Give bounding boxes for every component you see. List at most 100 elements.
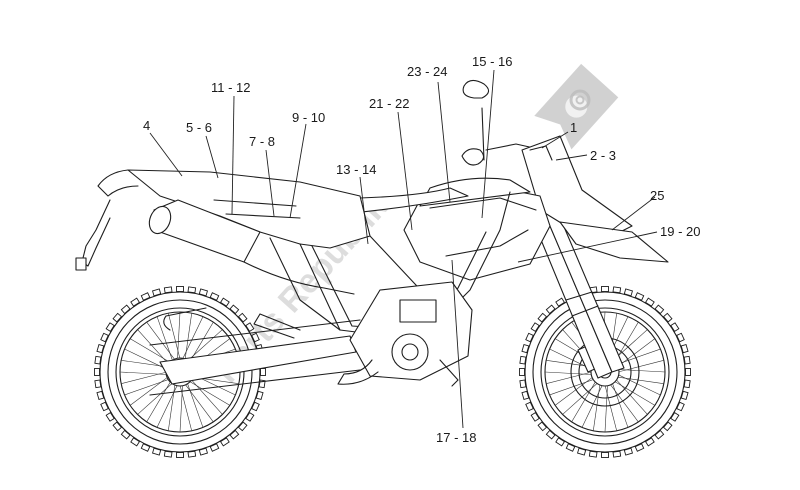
wheel-spoke	[581, 385, 603, 428]
callout-7-8: 7 - 8	[249, 134, 275, 149]
tyre-knob	[151, 447, 162, 456]
tyre-knob	[670, 322, 680, 333]
engine	[337, 281, 473, 385]
tyre-knob	[565, 443, 576, 452]
tyre-knob	[519, 368, 525, 376]
callout-13-14: 13 - 14	[336, 162, 376, 177]
tyre-knob	[96, 343, 105, 354]
tyre-knob	[219, 297, 230, 307]
tyre-knob	[612, 450, 622, 458]
tyre-knob	[601, 452, 609, 458]
tyre-knob	[683, 379, 691, 389]
tyre-knob	[654, 429, 665, 440]
tyre-knob	[209, 292, 220, 301]
tyre-knob	[120, 304, 131, 315]
tyre-knob	[245, 322, 255, 333]
tyre-knob	[198, 288, 209, 297]
wheel-spoke	[182, 316, 204, 359]
tyre-knob	[537, 421, 548, 432]
callout-23-24: 23 - 24	[407, 64, 447, 79]
tyre-knob	[662, 421, 673, 432]
tyre-knob	[555, 297, 566, 307]
wheel-spoke	[544, 371, 592, 375]
tyre-knob	[120, 429, 131, 440]
swingarm	[159, 335, 357, 385]
tyre-knob	[219, 437, 230, 447]
callout-1: 1	[570, 120, 577, 135]
callout-2-3: 2 - 3	[590, 148, 616, 163]
tyre-knob	[612, 286, 622, 294]
tyre-knob	[112, 312, 123, 323]
tyre-knob	[176, 286, 184, 292]
tyre-knob	[187, 450, 197, 458]
tyre-knob	[545, 304, 556, 315]
callout-9-10: 9 - 10	[292, 110, 325, 125]
tyre-knob	[525, 332, 534, 343]
tyre-knob	[209, 443, 220, 452]
tyre-knob	[251, 332, 260, 343]
wheel-spoke	[187, 329, 223, 361]
tyre-knob	[112, 421, 123, 432]
tyre-knob	[680, 343, 689, 354]
wheel-spoke	[604, 385, 608, 433]
tyre-knob	[94, 368, 100, 376]
wheel-spoke	[618, 374, 661, 396]
tyre-knob	[634, 292, 645, 301]
gear-icon	[569, 89, 591, 111]
tyre-knob	[521, 343, 530, 354]
tyre-knob	[237, 421, 248, 432]
tyre-knob	[130, 437, 141, 447]
tyre-knob	[623, 447, 634, 456]
tyre-knob	[94, 379, 102, 389]
tyre-knob	[229, 429, 240, 440]
callout-19-20: 19 - 20	[660, 224, 700, 239]
tyre-knob	[151, 288, 162, 297]
tyre-knob	[683, 355, 691, 365]
tyre-knob	[530, 411, 540, 422]
tyre-knob	[654, 304, 665, 315]
tyre-knob	[94, 355, 102, 365]
tyre-knob	[680, 390, 689, 401]
callout-labels: 1 2 - 3 4 5 - 6 7 - 8 9 - 10 11 - 12 13 …	[143, 54, 700, 445]
tyre-knob	[525, 401, 534, 412]
tyre-knob	[237, 312, 248, 323]
tyre-knob	[229, 304, 240, 315]
wheel-spoke	[187, 383, 204, 428]
wheel-spoke	[616, 348, 661, 365]
tyre-knob	[545, 429, 556, 440]
callout-11-12: 11 - 12	[211, 80, 251, 95]
tyre-knob	[519, 355, 527, 365]
tyre-knob	[255, 390, 264, 401]
tyre-knob	[530, 322, 540, 333]
motorcycle-drawing	[75, 79, 691, 458]
callout-15-16: 15 - 16	[472, 54, 512, 69]
tyre-knob	[685, 368, 691, 376]
rear-fender	[81, 169, 139, 267]
wheel-spoke	[549, 348, 592, 370]
tyre-knob	[96, 390, 105, 401]
wheel-spoke	[191, 379, 223, 415]
tyre-knob	[676, 401, 685, 412]
tyre-knob	[100, 401, 109, 412]
tyre-knob	[105, 411, 115, 422]
tyre-knob	[623, 288, 634, 297]
tyre-knob	[634, 443, 645, 452]
tyre-knob	[140, 292, 151, 301]
wheel-spoke	[618, 360, 664, 373]
wheel-spoke	[179, 385, 183, 433]
callout-21-22: 21 - 22	[369, 96, 409, 111]
tyre-knob	[198, 447, 209, 456]
wheel-spoke	[177, 311, 181, 359]
leader-lines	[149, 69, 658, 429]
tyre-knob	[163, 286, 173, 294]
tyre-knob	[100, 332, 109, 343]
tyre-knob	[521, 390, 530, 401]
wheel-spoke	[124, 348, 167, 370]
tyre-knob	[537, 312, 548, 323]
tyre-knob	[140, 443, 151, 452]
callout-4: 4	[143, 118, 150, 133]
tyre-knob	[251, 401, 260, 412]
tyre-knob	[662, 312, 673, 323]
tyre-knob	[644, 437, 655, 447]
